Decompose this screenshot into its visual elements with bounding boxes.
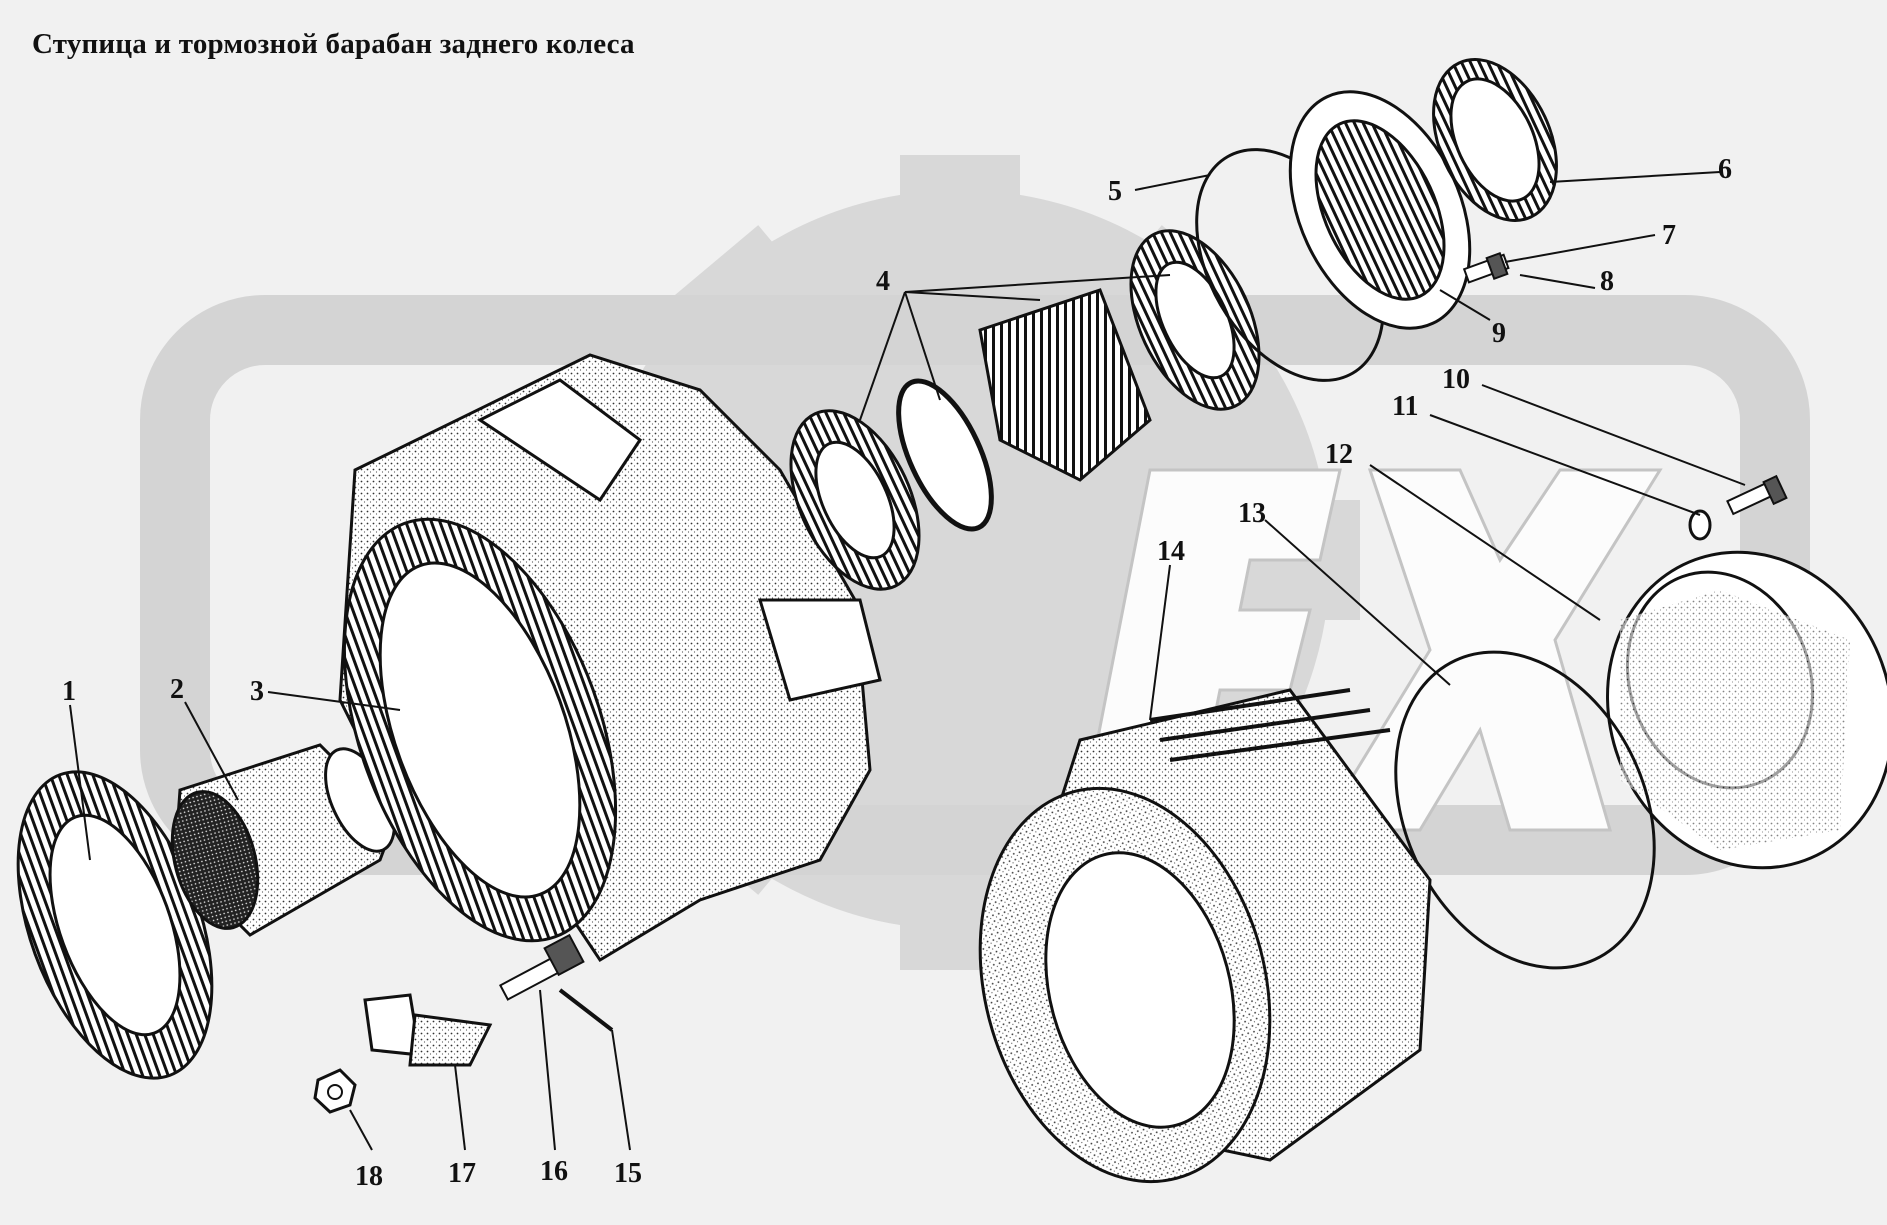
- callout-labels: 1 2 3 4 5 6 7 8 9 10 11 12 13 14 15 16 1…: [62, 154, 1732, 1192]
- callout-16: 16: [540, 1156, 568, 1187]
- callout-13: 13: [1238, 498, 1266, 529]
- part-16-bolt: [498, 933, 585, 1001]
- part-18-nut: [313, 1068, 357, 1114]
- callout-10: 10: [1442, 364, 1470, 395]
- callout-17: 17: [448, 1158, 476, 1189]
- leader-16: [539, 989, 556, 1151]
- leader-4d: [904, 274, 1171, 293]
- callout-8: 8: [1600, 266, 1614, 297]
- page-title: Ступица и тормозной барабан заднего коле…: [32, 28, 635, 60]
- part-15-cotter-pin: [558, 988, 614, 1032]
- leader-17: [454, 1064, 466, 1151]
- part-10-bolt: [1726, 474, 1788, 516]
- callout-14: 14: [1157, 536, 1185, 567]
- leader-6: [1549, 171, 1721, 183]
- leader-4b: [904, 291, 941, 401]
- leader-14: [1149, 564, 1171, 721]
- callout-9: 9: [1492, 318, 1506, 349]
- callout-2: 2: [170, 674, 184, 705]
- leader-11: [1429, 414, 1701, 516]
- callout-1: 1: [62, 676, 76, 707]
- part-9-cover: [1288, 90, 1472, 330]
- leader-4c: [904, 291, 1041, 301]
- part-17-bracket: [363, 993, 493, 1067]
- callout-4: 4: [876, 266, 890, 297]
- part-3-hub: [338, 353, 882, 963]
- leader-lines: [69, 171, 1746, 1151]
- part-2-bushing: [170, 743, 397, 937]
- leader-9: [1439, 289, 1491, 321]
- callout-3: 3: [250, 676, 264, 707]
- leader-10: [1481, 384, 1746, 486]
- part-11-washer: [1688, 509, 1712, 541]
- part-12-brake-cover: [1606, 550, 1887, 870]
- leader-1: [69, 704, 91, 861]
- part-6-seal: [1432, 58, 1558, 222]
- leader-7: [1504, 234, 1656, 263]
- leader-18: [349, 1109, 373, 1151]
- part-14-brake-drum: [978, 688, 1432, 1184]
- callout-12: 12: [1325, 439, 1353, 470]
- part-1-seal-ring: [16, 770, 214, 1080]
- part-7-bolt: [1462, 251, 1510, 284]
- leader-4a: [859, 291, 906, 421]
- leader-8: [1519, 274, 1596, 289]
- leader-12: [1369, 464, 1601, 621]
- leader-5: [1134, 174, 1211, 191]
- callout-15: 15: [614, 1158, 642, 1189]
- callout-5: 5: [1108, 176, 1122, 207]
- leader-15: [611, 1029, 631, 1151]
- callout-6: 6: [1718, 154, 1732, 185]
- callout-7: 7: [1662, 220, 1676, 251]
- callout-11: 11: [1392, 391, 1418, 422]
- leader-2: [184, 701, 239, 801]
- leader-3: [267, 691, 401, 711]
- leader-13: [1264, 519, 1451, 686]
- callout-18: 18: [355, 1161, 383, 1192]
